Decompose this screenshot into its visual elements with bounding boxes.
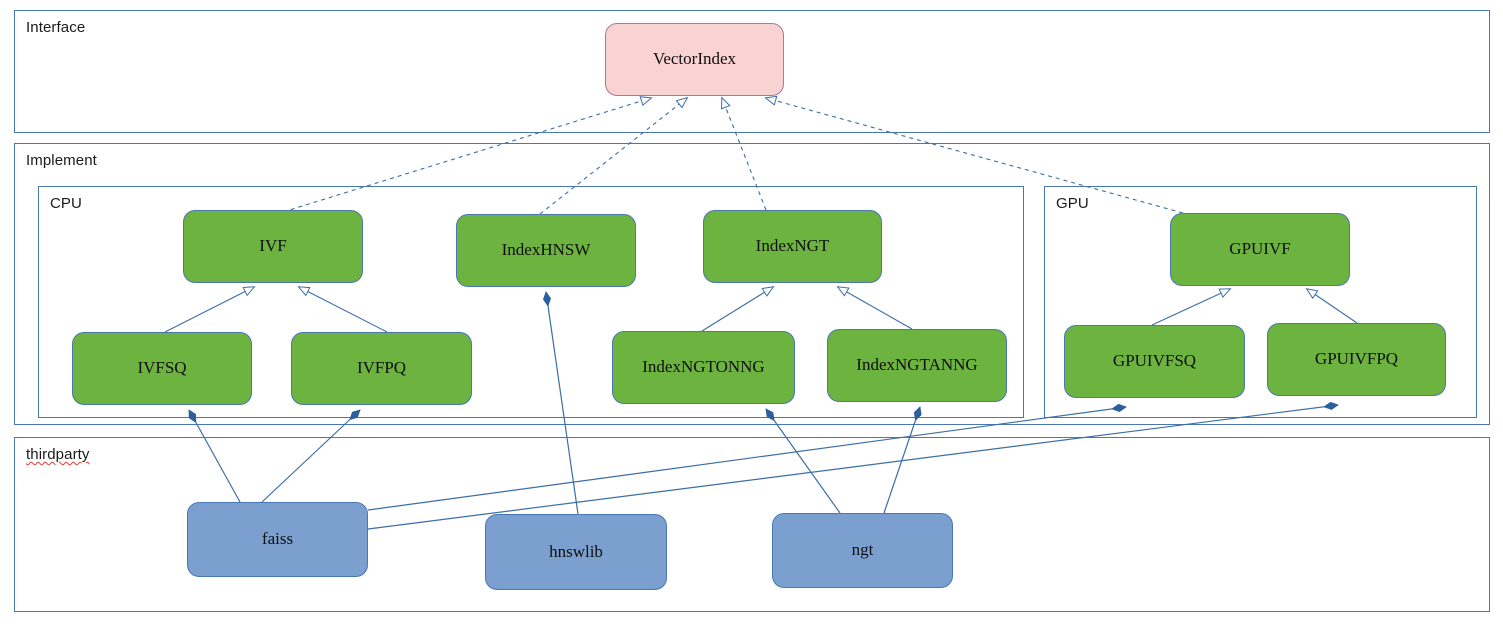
frame-label-gpu: GPU bbox=[1056, 195, 1089, 212]
node-gpuivfpq[interactable]: GPUIVFPQ bbox=[1267, 323, 1446, 396]
node-faiss[interactable]: faiss bbox=[187, 502, 368, 577]
node-ivfpq[interactable]: IVFPQ bbox=[291, 332, 472, 405]
frame-label-thirdparty: thirdparty bbox=[26, 446, 90, 463]
frame-label-implement: Implement bbox=[26, 152, 97, 169]
node-vectorindex[interactable]: VectorIndex bbox=[605, 23, 784, 96]
node-ngt[interactable]: ngt bbox=[772, 513, 953, 588]
node-gpuivfsq[interactable]: GPUIVFSQ bbox=[1064, 325, 1245, 398]
frame-label-cpu: CPU bbox=[50, 195, 82, 212]
node-gpuivf[interactable]: GPUIVF bbox=[1170, 213, 1350, 286]
node-hnswlib[interactable]: hnswlib bbox=[485, 514, 667, 590]
node-ivf[interactable]: IVF bbox=[183, 210, 363, 283]
node-indexngtanng[interactable]: IndexNGTANNG bbox=[827, 329, 1007, 402]
node-ivfsq[interactable]: IVFSQ bbox=[72, 332, 252, 405]
node-indexhnsw[interactable]: IndexHNSW bbox=[456, 214, 636, 287]
node-indexngtonng[interactable]: IndexNGTONNG bbox=[612, 331, 795, 404]
node-indexngt[interactable]: IndexNGT bbox=[703, 210, 882, 283]
frame-label-interface: Interface bbox=[26, 19, 86, 36]
